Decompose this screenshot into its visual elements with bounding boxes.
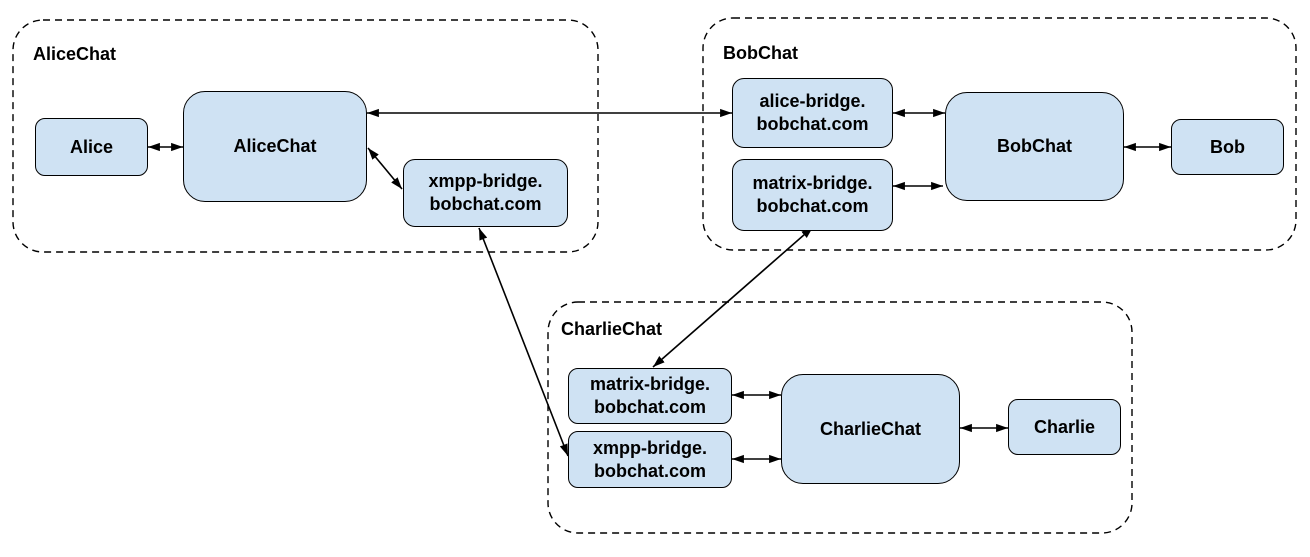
charliechat-group-label: CharlieChat xyxy=(561,319,663,339)
node-alice-xmpp-bridge: xmpp-bridge. bobchat.com xyxy=(403,159,568,227)
node-bobchat-server: BobChat xyxy=(945,92,1124,201)
node-alice: Alice xyxy=(35,118,148,176)
edge-alicechat-xmppbridge xyxy=(367,147,403,190)
node-charliechat-server: CharlieChat xyxy=(781,374,960,484)
bobchat-group-border xyxy=(702,17,1297,251)
node-alicechat-server: AliceChat xyxy=(183,91,367,202)
node-bob-alice-bridge: alice-bridge. bobchat.com xyxy=(732,78,893,148)
node-bob-matrix-bridge: matrix-bridge. bobchat.com xyxy=(732,159,893,231)
edge-alicexmppbridge-charliexmppbridge xyxy=(478,227,569,457)
alicechat-group-label: AliceChat xyxy=(33,44,117,64)
node-charlie-matrix-bridge: matrix-bridge. bobchat.com xyxy=(568,368,732,424)
node-charlie: Charlie xyxy=(1008,399,1121,455)
node-charlie-xmpp-bridge: xmpp-bridge. bobchat.com xyxy=(568,431,732,488)
edge-bobmatrixbridge-charliematrixbridge xyxy=(652,226,814,368)
node-bob: Bob xyxy=(1171,119,1284,175)
bobchat-group-label: BobChat xyxy=(723,43,798,63)
